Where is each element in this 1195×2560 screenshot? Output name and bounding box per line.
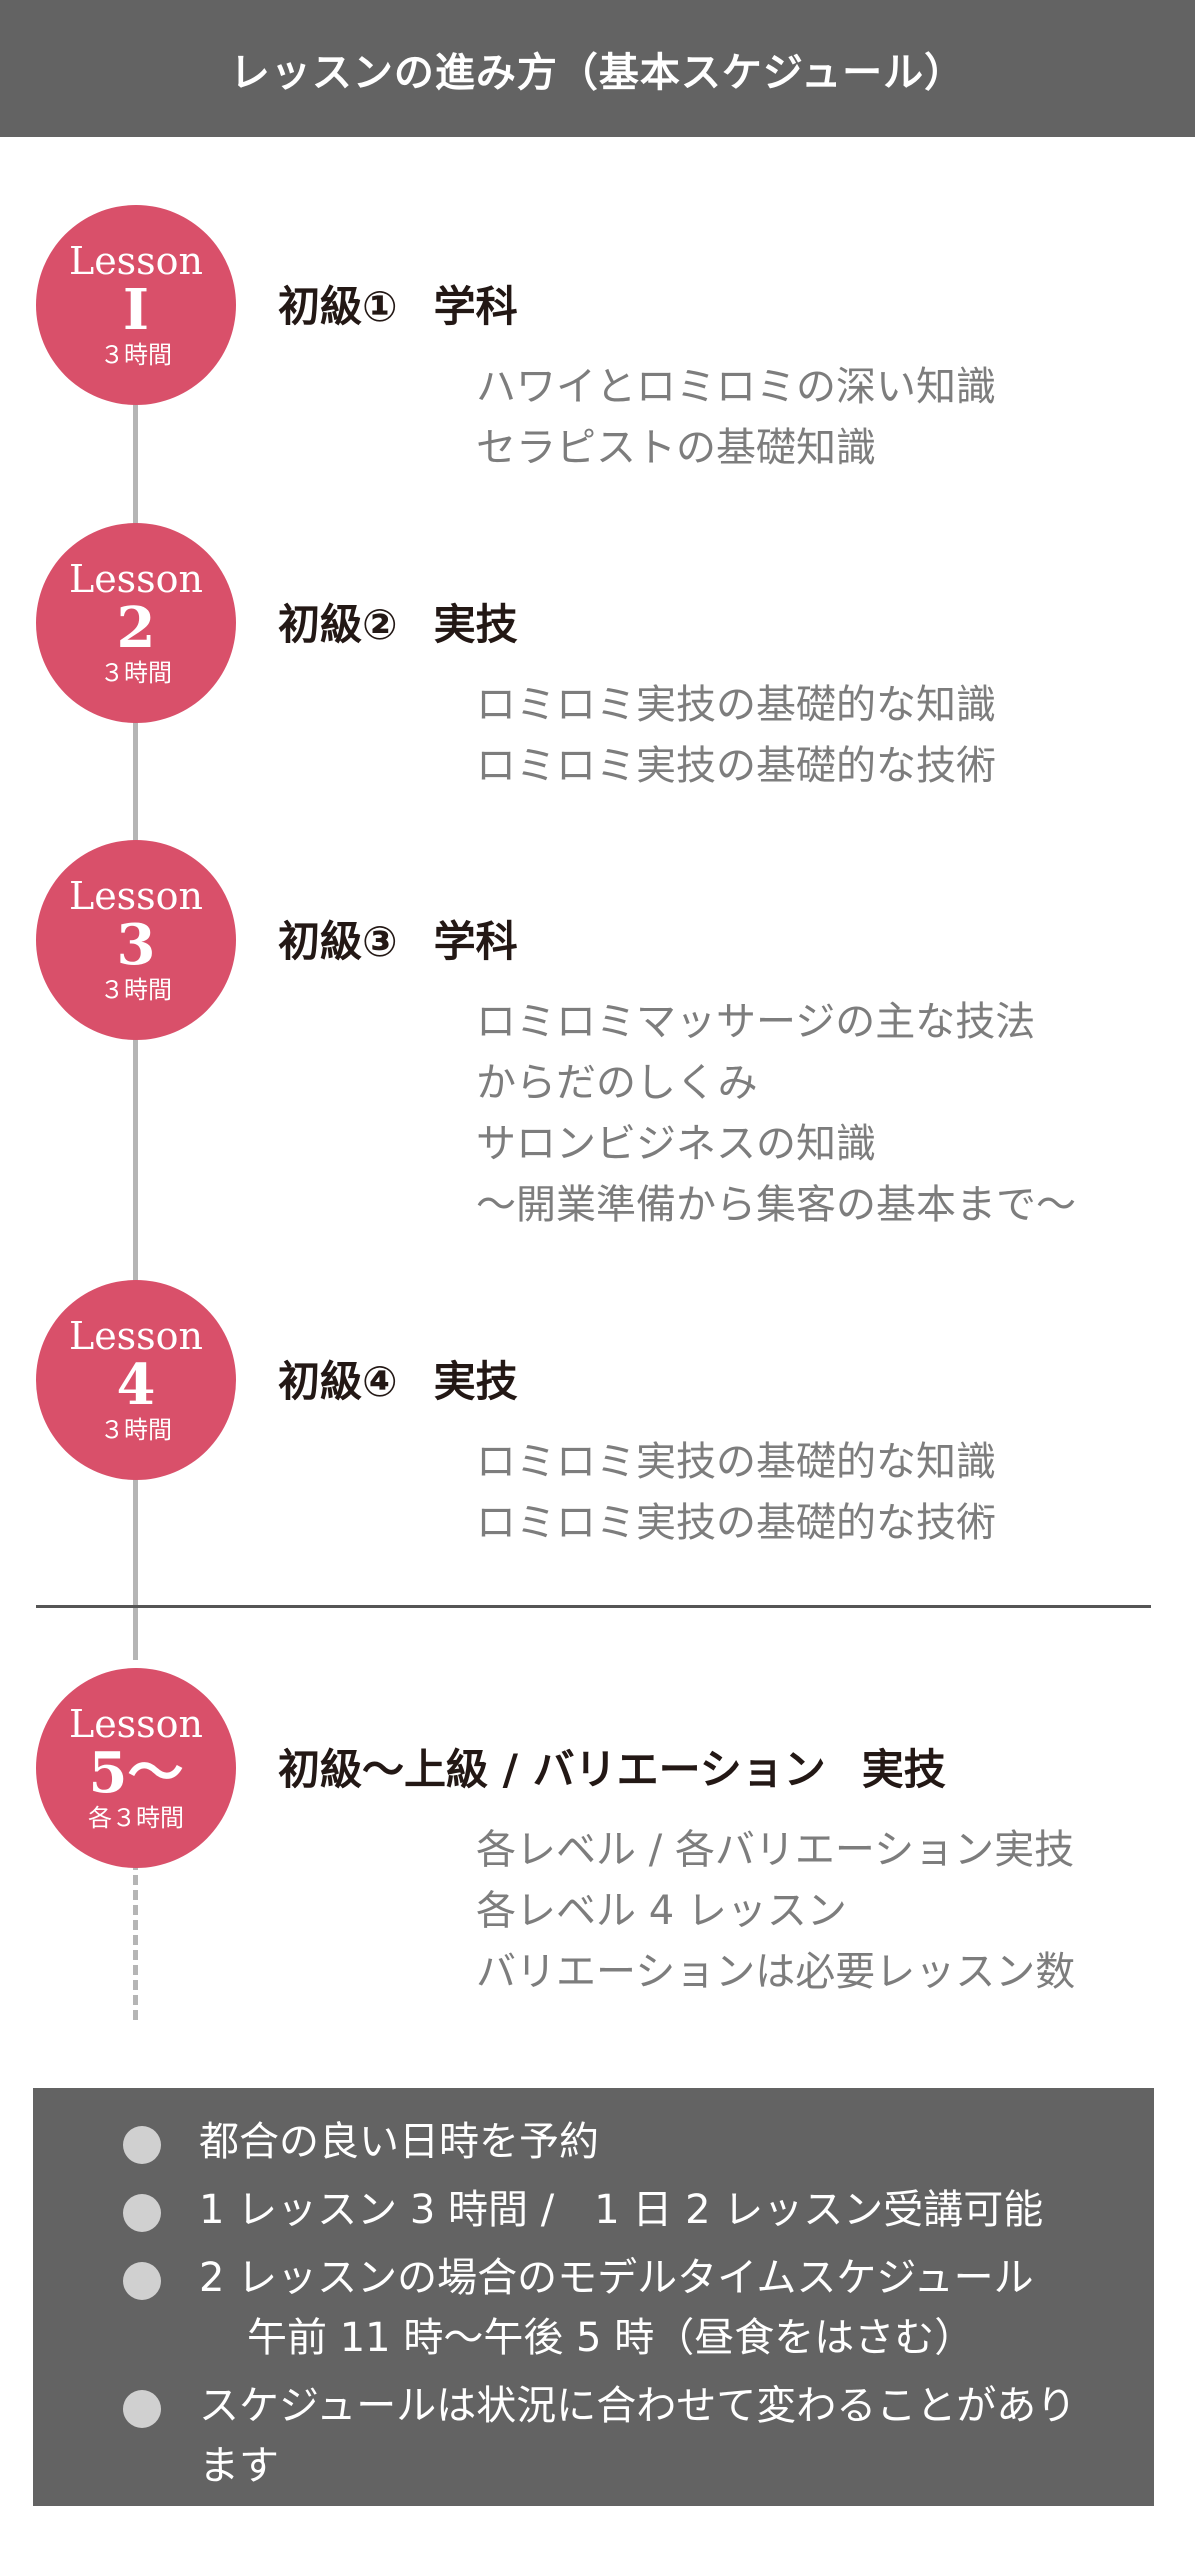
lesson-title: 初級〜上級 / バリエーション実技 bbox=[278, 1736, 946, 1797]
description-line: バリエーションは必要レッスン数 bbox=[476, 1949, 1076, 1995]
badge-word: Lesson bbox=[68, 1702, 204, 1746]
info-box: 都合の良い日時を予約 1 レッスン 3 時間 / 1 日 2 レッスン受講可能 … bbox=[33, 2088, 1154, 2506]
description-line: 各レベル 4 レッスン bbox=[476, 1888, 847, 1934]
lesson-description: ハワイとロミロミの深い知識 セラピストの基礎知識 bbox=[476, 357, 996, 479]
description-line: ロミロミ実技の基礎的な知識 bbox=[476, 1439, 996, 1485]
bullet-dot-icon bbox=[123, 2194, 161, 2232]
info-item: 2 レッスンの場合のモデルタイムスケジュール 午前 11 時〜午後 5 時（昼食… bbox=[93, 2248, 1114, 2368]
lesson-level: 初級③ bbox=[278, 917, 398, 966]
badge-duration: ３時間 bbox=[100, 659, 172, 687]
info-text: 1 レッスン 3 時間 / 1 日 2 レッスン受講可能 bbox=[199, 2187, 1044, 2233]
badge-duration: 各３時間 bbox=[88, 1804, 184, 1832]
badge-word: Lesson bbox=[68, 239, 204, 283]
page-header: レッスンの進み方（基本スケジュール） bbox=[0, 0, 1195, 137]
lesson-kind: 実技 bbox=[433, 1357, 518, 1406]
description-line: 各レベル / 各バリエーション実技 bbox=[476, 1827, 1075, 1873]
badge-duration: ３時間 bbox=[100, 341, 172, 369]
badge-number: I bbox=[122, 277, 150, 343]
description-line: ロミロミマッサージの主な技法 bbox=[476, 999, 1036, 1045]
info-item: 1 レッスン 3 時間 / 1 日 2 レッスン受講可能 bbox=[93, 2180, 1114, 2240]
bullet-dot-icon bbox=[123, 2262, 161, 2300]
lesson-description: ロミロミ実技の基礎的な知識 ロミロミ実技の基礎的な技術 bbox=[476, 675, 996, 797]
bullet-dot-icon bbox=[123, 2126, 161, 2164]
timeline-dashed-line bbox=[133, 1860, 138, 2020]
lesson-badge: Lesson I ３時間 bbox=[36, 205, 236, 405]
info-text: 都合の良い日時を予約 bbox=[199, 2119, 599, 2165]
badge-duration: ３時間 bbox=[100, 976, 172, 1004]
badge-number: 5〜 bbox=[88, 1740, 184, 1806]
lesson-title: 初級② 実技 bbox=[278, 591, 518, 652]
description-line: ロミロミ実技の基礎的な技術 bbox=[476, 1500, 996, 1546]
lesson-description: ロミロミマッサージの主な技法 からだのしくみ サロンビジネスの知識 〜開業準備か… bbox=[476, 992, 1076, 1236]
info-subtext: 午前 11 時〜午後 5 時（昼食をはさむ） bbox=[247, 2315, 975, 2361]
lesson-badge: Lesson 3 ３時間 bbox=[36, 840, 236, 1040]
lesson-badge: Lesson 4 ３時間 bbox=[36, 1280, 236, 1480]
info-text: スケジュールは状況に合わせて変わることがあります bbox=[199, 2383, 1077, 2489]
badge-word: Lesson bbox=[68, 874, 204, 918]
description-line: 〜開業準備から集客の基本まで〜 bbox=[476, 1182, 1076, 1228]
lesson-kind: 学科 bbox=[433, 917, 518, 966]
description-line: サロンビジネスの知識 bbox=[476, 1121, 876, 1167]
info-item: 都合の良い日時を予約 bbox=[93, 2112, 1114, 2172]
lesson-title: 初級③ 学科 bbox=[278, 908, 518, 969]
lesson-kind: 実技 bbox=[861, 1745, 946, 1794]
info-text: 2 レッスンの場合のモデルタイムスケジュール bbox=[199, 2255, 1034, 2301]
bullet-dot-icon bbox=[123, 2390, 161, 2428]
lesson-description: ロミロミ実技の基礎的な知識 ロミロミ実技の基礎的な技術 bbox=[476, 1432, 996, 1554]
lesson-level: 初級〜上級 / バリエーション bbox=[278, 1745, 826, 1794]
lesson-level: 初級② bbox=[278, 600, 398, 649]
lesson-title: 初級④ 実技 bbox=[278, 1348, 518, 1409]
badge-word: Lesson bbox=[68, 557, 204, 601]
lesson-badge: Lesson 5〜 各３時間 bbox=[36, 1668, 236, 1868]
lesson-title: 初級① 学科 bbox=[278, 273, 518, 334]
section-divider bbox=[36, 1605, 1151, 1608]
lesson-badge: Lesson 2 ３時間 bbox=[36, 523, 236, 723]
badge-number: 4 bbox=[116, 1352, 156, 1418]
badge-number: 2 bbox=[116, 595, 156, 661]
page-title: レッスンの進み方（基本スケジュール） bbox=[229, 49, 966, 96]
badge-duration: ３時間 bbox=[100, 1416, 172, 1444]
lesson-level: 初級① bbox=[278, 282, 398, 331]
description-line: ハワイとロミロミの深い知識 bbox=[476, 364, 996, 410]
lesson-description: 各レベル / 各バリエーション実技 各レベル 4 レッスン バリエーションは必要… bbox=[476, 1820, 1075, 2003]
badge-word: Lesson bbox=[68, 1314, 204, 1358]
description-line: セラピストの基礎知識 bbox=[476, 425, 876, 471]
lesson-kind: 実技 bbox=[433, 600, 518, 649]
description-line: ロミロミ実技の基礎的な知識 bbox=[476, 682, 996, 728]
description-line: ロミロミ実技の基礎的な技術 bbox=[476, 743, 996, 789]
badge-number: 3 bbox=[116, 912, 156, 978]
description-line: からだのしくみ bbox=[476, 1060, 758, 1106]
info-item: スケジュールは状況に合わせて変わることがあります bbox=[93, 2376, 1114, 2496]
lesson-kind: 学科 bbox=[433, 282, 518, 331]
lesson-level: 初級④ bbox=[278, 1357, 398, 1406]
